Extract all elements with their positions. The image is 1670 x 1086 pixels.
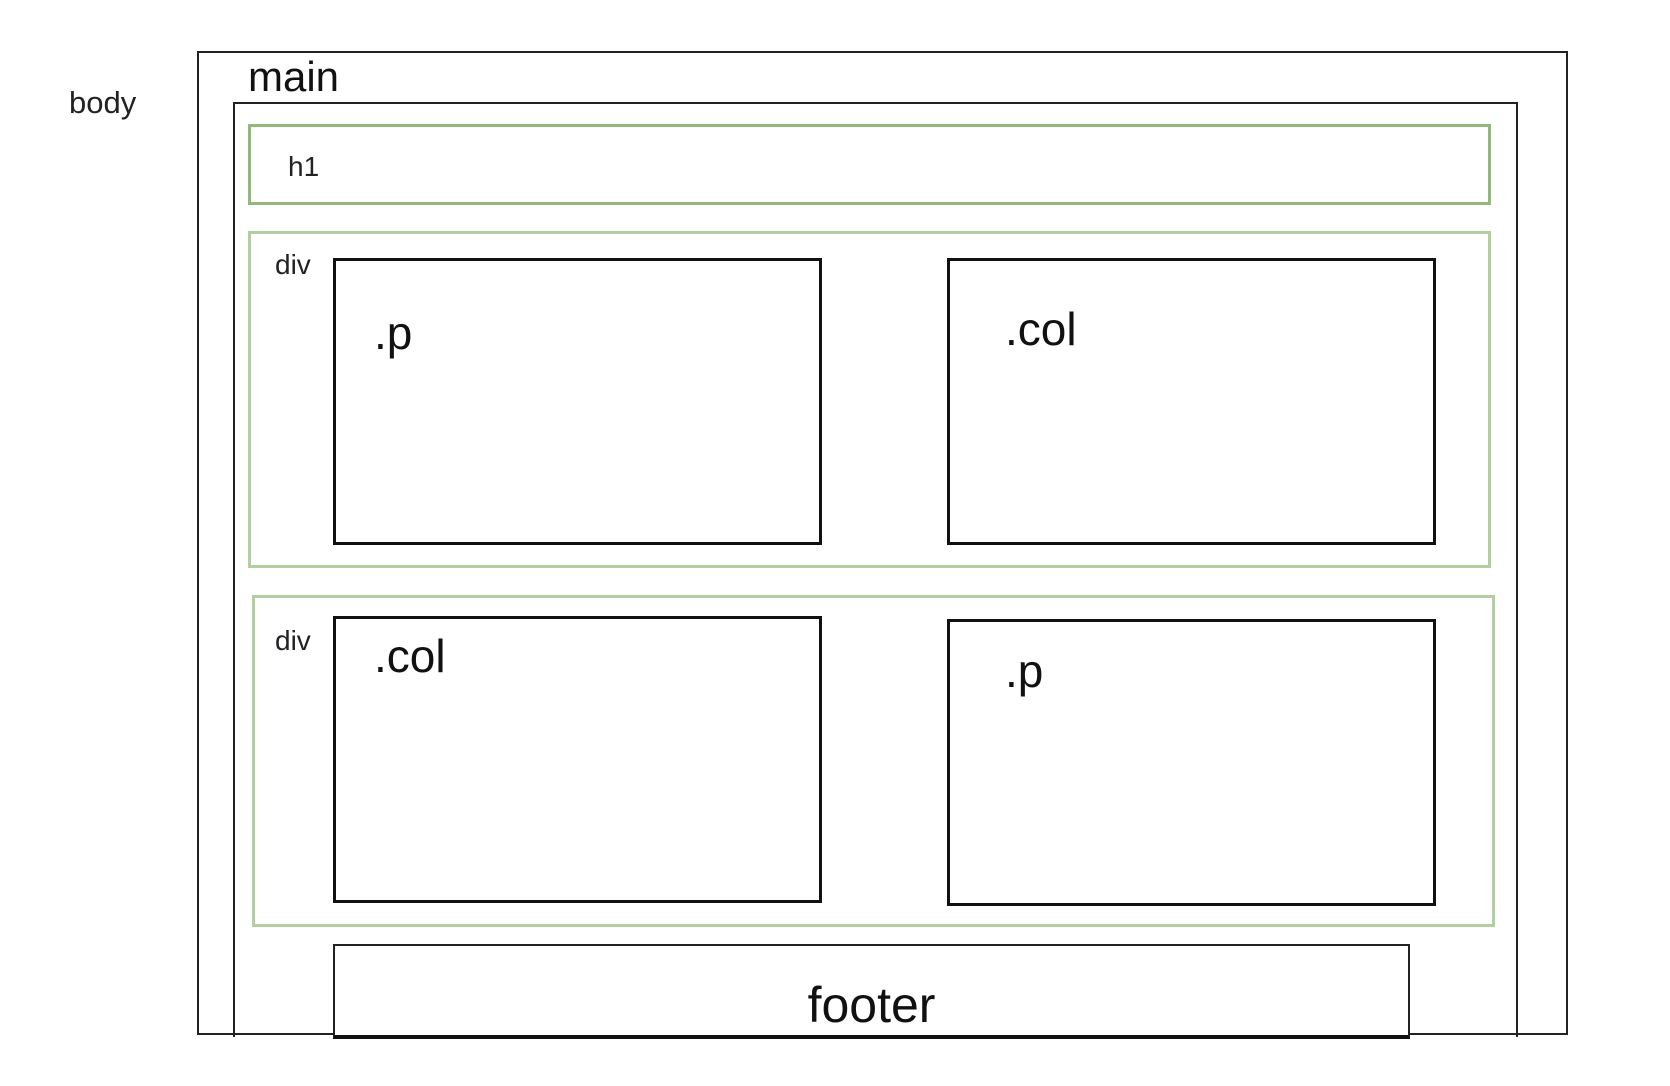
cell-label-bottom-left: .col	[374, 630, 446, 682]
cell-label-top-right: .col	[1005, 303, 1077, 355]
cell-label-top-left: .p	[374, 307, 413, 359]
cell-box-bottom-right	[947, 619, 1436, 906]
main-box	[233, 102, 1518, 1037]
cell-box-top-left	[333, 258, 822, 545]
div-label-bottom: div	[275, 625, 311, 656]
cell-box-bottom-left	[333, 616, 822, 903]
body-label: body	[69, 85, 137, 120]
h1-label: h1	[288, 151, 320, 182]
div-box-bottom	[252, 595, 1495, 927]
main-label: main	[248, 53, 340, 100]
h1-box	[248, 124, 1491, 205]
footer-label: footer	[807, 977, 936, 1033]
footer-box: footer	[333, 944, 1410, 1039]
cell-label-bottom-right: .p	[1005, 645, 1044, 697]
div-box-top	[248, 231, 1491, 568]
cell-box-top-right	[947, 258, 1436, 545]
div-label-top: div	[275, 249, 311, 280]
